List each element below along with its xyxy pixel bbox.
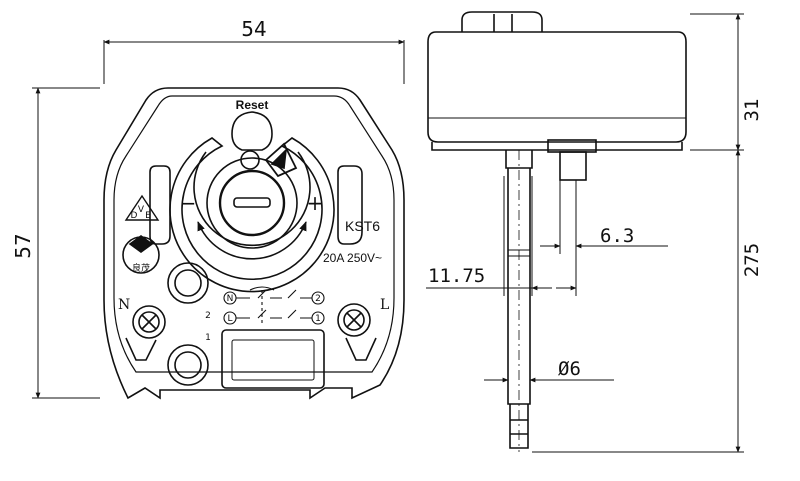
reset-label: Reset [236, 98, 269, 112]
terminal-tab-n [125, 337, 157, 361]
body-height-dimension: 31 [741, 99, 763, 122]
front-view-labels: Reset − + KST6 20A 250V~ N L 良茂 V D E N … [118, 98, 389, 343]
reset-button [231, 111, 273, 151]
cert-letter-v: V [138, 205, 145, 215]
probe-length-dimension: 275 [741, 243, 763, 277]
cert-letter-e: E [145, 211, 151, 221]
right-slot [337, 165, 363, 245]
probe-collar [505, 150, 533, 169]
terminal-tab-l [345, 337, 377, 361]
mount-hole-lower-outer [167, 344, 209, 386]
front-view-dimensions [32, 39, 405, 399]
rating-label: 20A 250V~ [323, 251, 382, 265]
dial-channel [169, 137, 335, 293]
pin-stem [559, 151, 587, 181]
live-label: L [380, 297, 389, 313]
terminal-screw-l-cross [346, 312, 362, 328]
top-knob-detail [493, 14, 513, 32]
schematic-terminal-l: L [227, 314, 232, 324]
vde-logo [124, 194, 160, 221]
brand-label: 良茂 [132, 262, 150, 274]
schematic-contact-1: 1 [315, 314, 321, 324]
rating-plate-inner [231, 339, 315, 381]
side-view [427, 11, 687, 452]
side-view-dimensions [426, 13, 744, 453]
probe-width-dimension: 11.75 [428, 265, 485, 287]
dial-knob-outer [206, 157, 298, 249]
mount-hole-upper [174, 269, 202, 297]
dial-adjust-arc [197, 221, 307, 260]
base-plate [431, 142, 683, 151]
width-dimension: 54 [241, 17, 266, 41]
dial-channel-inner [193, 151, 311, 247]
dial-pointer [264, 142, 298, 178]
terminal-screw-n-inner [138, 311, 160, 333]
terminal-screw-l [337, 303, 371, 337]
schematic-contact-2: 2 [315, 294, 321, 304]
housing-inner [113, 95, 395, 373]
neutral-label: N [118, 297, 130, 313]
front-view [103, 87, 405, 400]
terminal-screw-n-cross [141, 314, 157, 330]
schematic-side-2: 2 [205, 311, 211, 321]
schematic-side-1: 1 [205, 333, 211, 343]
contact-schematic [223, 286, 325, 326]
left-slot [149, 165, 171, 245]
pin-width-dimension: 6.3 [600, 225, 634, 247]
terminal-screw-n [132, 305, 166, 339]
housing-outline [103, 87, 405, 400]
schematic-terminal-n: N [227, 294, 234, 304]
mount-hole-upper-outer [167, 262, 209, 304]
terminal-screw-l-inner [343, 309, 365, 331]
minus-label: − [180, 191, 197, 215]
cert-letter-d: D [131, 211, 138, 221]
probe-diameter-dimension: Ø6 [558, 358, 581, 380]
model-label: KST6 [345, 218, 380, 234]
top-knob [461, 11, 543, 32]
rating-plate [221, 329, 325, 389]
brand-logo-mark [128, 235, 154, 253]
height-dimension: 57 [11, 233, 35, 258]
reset-pin [240, 150, 260, 170]
thermostat-body [427, 31, 687, 143]
dial-slot [233, 197, 271, 208]
dial-pointer-mark [270, 147, 288, 170]
plus-label: + [307, 191, 324, 215]
dial-knob [218, 169, 286, 237]
mount-hole-lower [174, 351, 202, 379]
